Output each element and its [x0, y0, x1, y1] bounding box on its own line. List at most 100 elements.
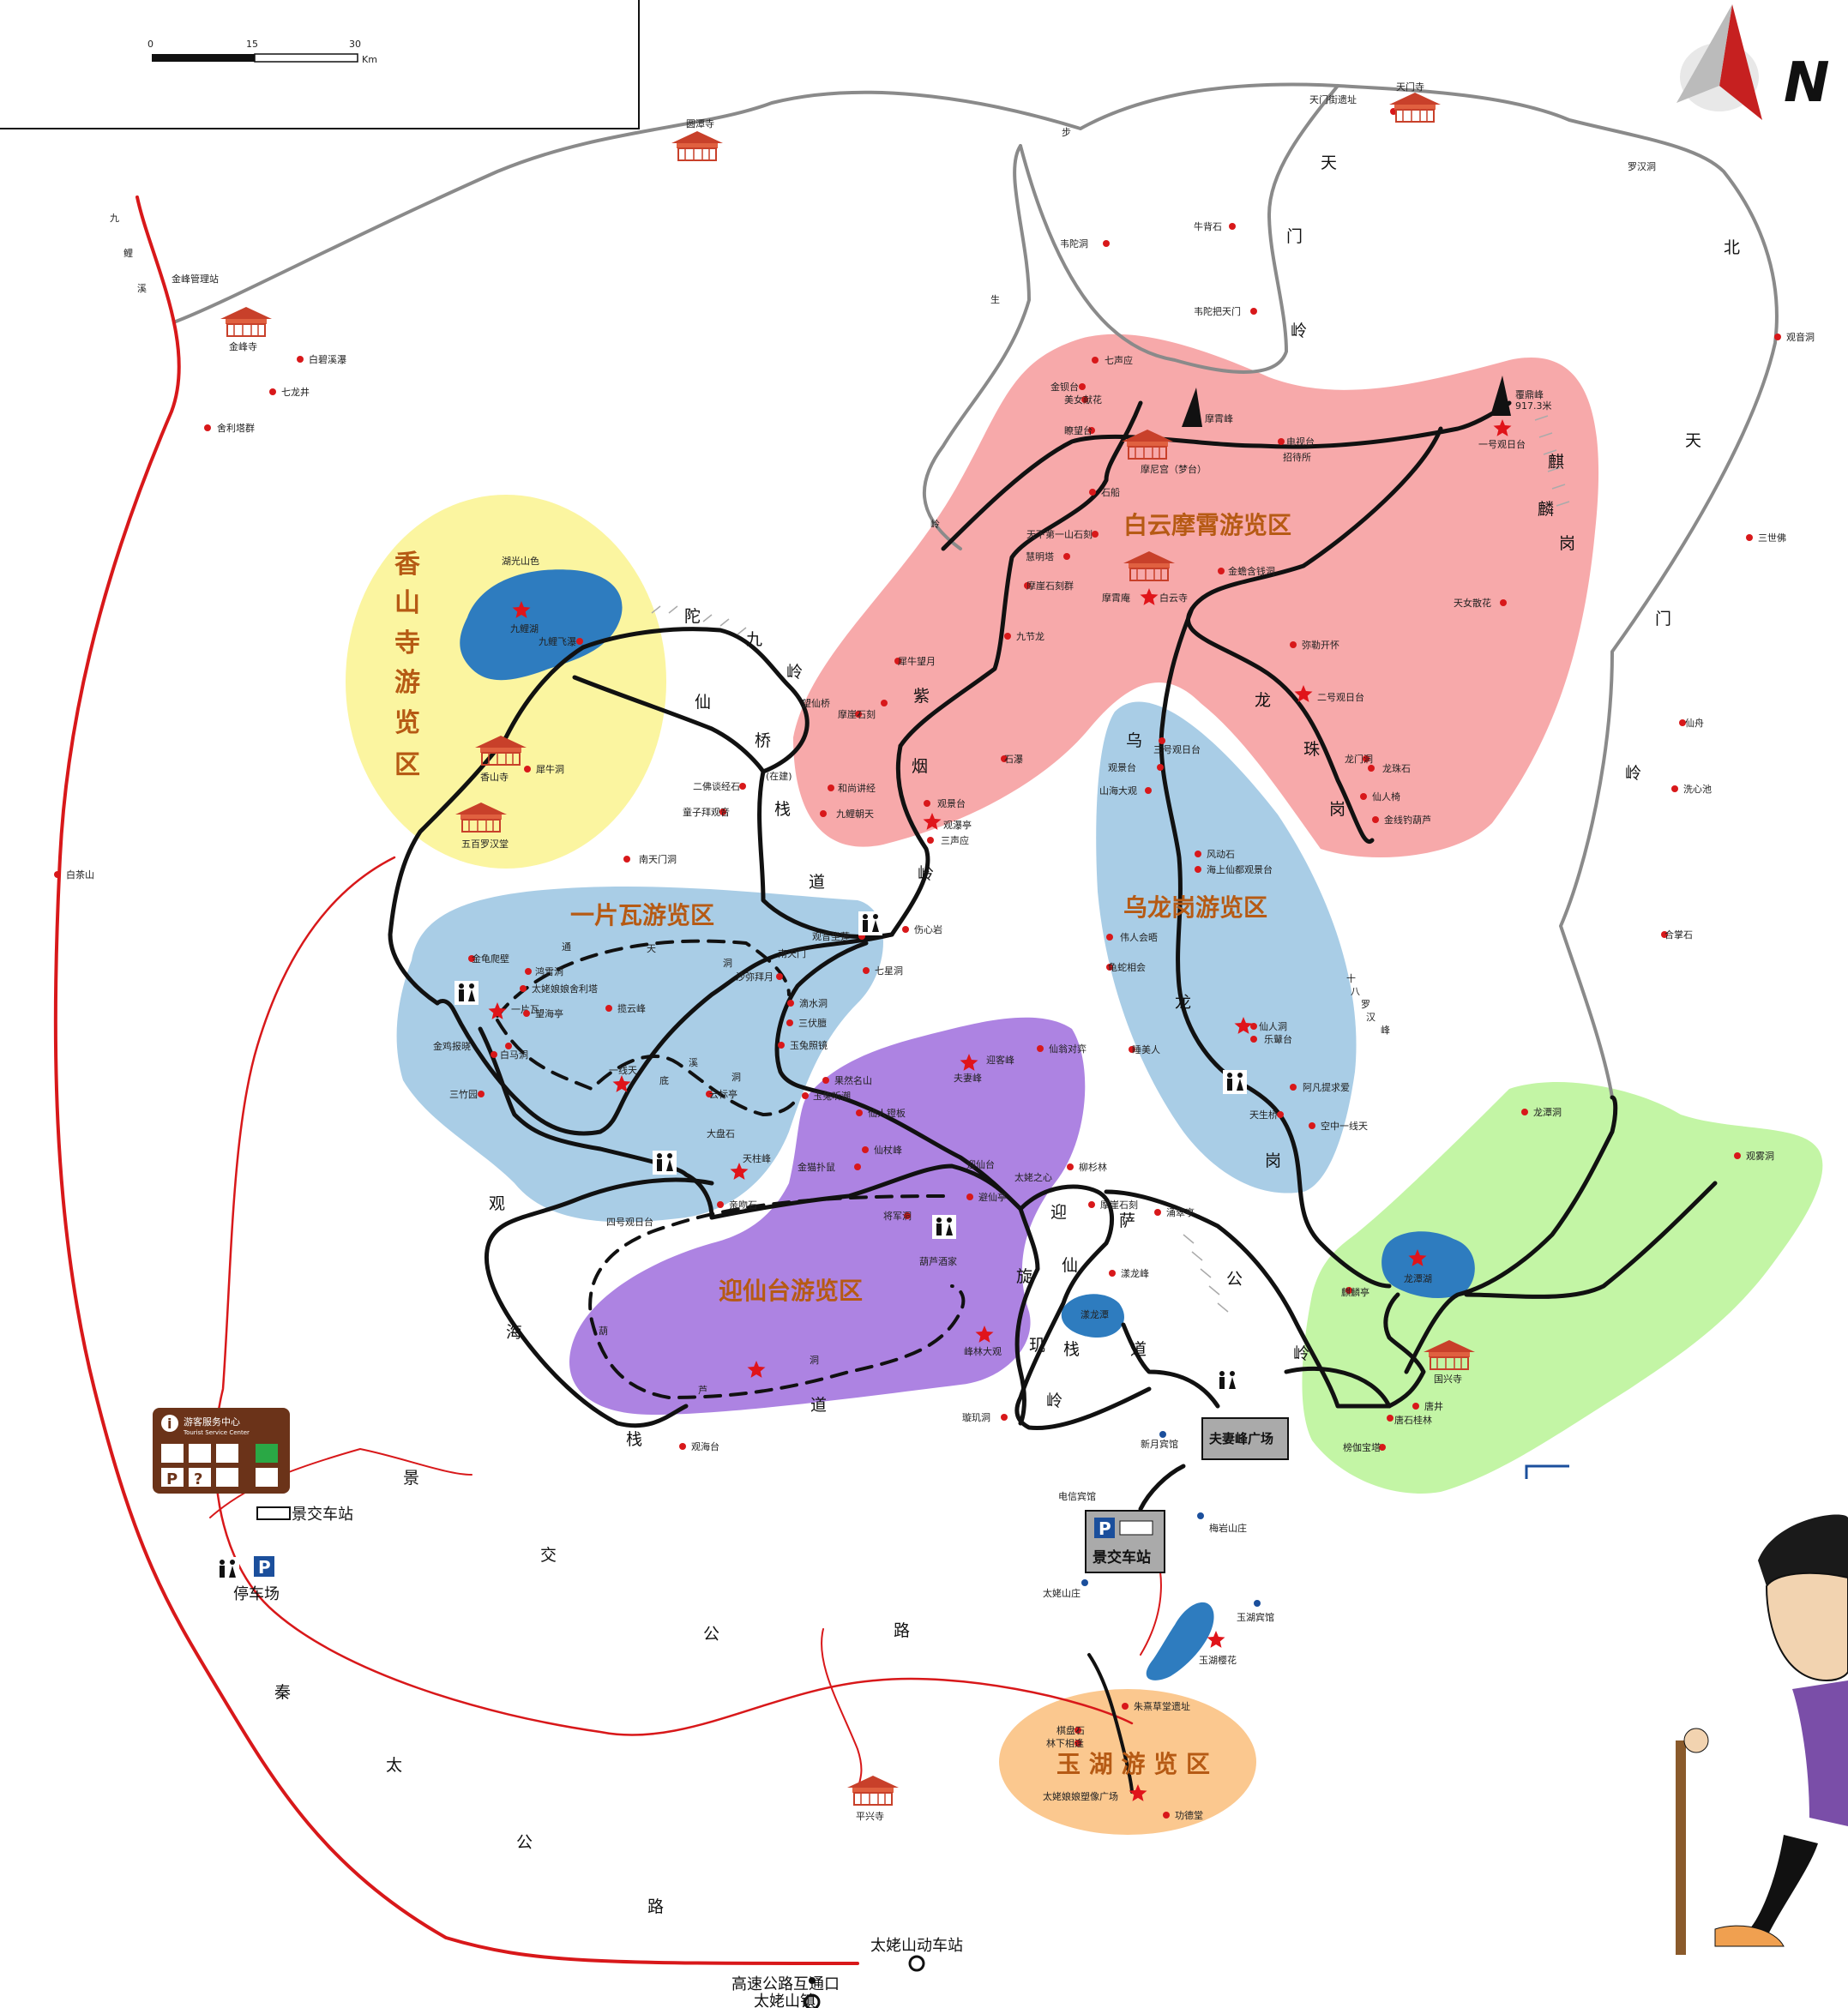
nantianmen-dong-dot — [623, 856, 630, 863]
station-box-label: 景交车站 — [1093, 1548, 1151, 1566]
yipianwa-pt-label: 一片瓦 — [511, 1004, 539, 1015]
xiangshan-vert-char: 游 — [394, 668, 420, 698]
xinyue-label: 新月宾馆 — [1141, 1438, 1178, 1450]
xianzhang-dot — [862, 1146, 869, 1153]
yuhu-lake — [1146, 1602, 1214, 1680]
fengdong-dot — [1195, 851, 1201, 857]
longzhushi-label: 龙珠石 — [1382, 762, 1411, 774]
road-xianqiao-2: 栈 — [774, 800, 791, 819]
scenic-star-icon — [1234, 1017, 1253, 1034]
bixianting-dot — [966, 1193, 973, 1200]
guoxingsi-pt-label: 国兴寺 — [1434, 1374, 1462, 1385]
taimu-sheli-dot — [520, 985, 527, 992]
moya-shike-label: 摩崖石刻群 — [1026, 580, 1074, 592]
qishengying-label: 七声应 — [1105, 354, 1133, 366]
qilinting-dot — [1345, 1287, 1352, 1294]
lezhentai-dot — [1250, 1036, 1257, 1043]
road-wulong-2: 岗 — [1265, 1151, 1281, 1170]
yongcuiting-label: 涌翠亭 — [1166, 1206, 1195, 1218]
shelitaqun-label: 舍利塔群 — [217, 422, 255, 434]
baimadong-label: 白马洞 — [500, 1049, 528, 1061]
shuimeiren-dot — [1129, 1046, 1135, 1053]
xiniuwang-label: 犀牛望月 — [898, 655, 936, 667]
xianrendong-dot — [1250, 1023, 1257, 1030]
road-shibaluohan-3: 汉 — [1366, 1012, 1375, 1023]
moxiao-peak-icon — [1182, 388, 1202, 427]
compass: N — [1676, 4, 1830, 120]
hezhang-label: 合掌石 — [1664, 929, 1693, 941]
zhuxi-label: 朱熹草堂遗址 — [1134, 1700, 1190, 1712]
toilet-icon — [454, 981, 479, 1005]
jinxian-label: 金线钓葫芦 — [1384, 814, 1431, 826]
peak-icons — [1182, 376, 1511, 427]
huimingta-dot — [1063, 553, 1070, 560]
wangxianqiao-dot — [881, 700, 888, 706]
road-tuojiuling-1: 九 — [746, 630, 762, 649]
tianmen-jie-label: 天门街遗址 — [1309, 93, 1357, 105]
dianshitai-dot — [1278, 438, 1285, 445]
xiniudong-dot — [524, 766, 531, 773]
hiker-hand — [1683, 1728, 1709, 1753]
red-branch-pingxing — [821, 1628, 863, 1793]
yunbiao-label: 云标亭 — [709, 1088, 737, 1100]
shanhai-label: 山海大观 — [1099, 785, 1137, 797]
hiker-hair — [1758, 1514, 1848, 1586]
road-tongtian: 通 — [562, 941, 571, 953]
moya3-label: 摩崖石刻 — [1100, 1199, 1138, 1211]
tongzi-label: 童子拜观音 — [683, 806, 730, 818]
zhaodaisuo-label: 招待所 — [1283, 451, 1311, 463]
longtanhu-label: 龙潭湖 — [1404, 1273, 1432, 1284]
sanhao-label: 三号观日台 — [1153, 743, 1201, 755]
weituodong-label: 韦陀洞 — [1060, 237, 1088, 249]
jiulihu-label: 九鲤湖 — [510, 622, 539, 634]
town-marker — [809, 1977, 816, 1984]
zone-title-yipianwa: 一片瓦游览区 — [570, 901, 714, 929]
road-jingjiao-2: 公 — [703, 1625, 719, 1644]
left-parking-label: 停车场 — [233, 1585, 280, 1603]
road-dong2: 洞 — [731, 1072, 741, 1083]
weituo-tm-label: 韦陀把天门 — [1194, 305, 1241, 317]
shamimibaiyue-label: 沙弥拜月 — [736, 971, 774, 983]
scale-bar-black — [152, 54, 255, 62]
heshang-dot — [828, 785, 834, 791]
jinmao-dot — [854, 1163, 861, 1170]
red-main-road — [53, 195, 859, 1965]
guanyin-zuolian-label: 观音坐莲 — [812, 930, 850, 942]
nantianmen-label: 南天门 — [778, 947, 806, 959]
road-qilin-2: 岗 — [1559, 534, 1575, 553]
road-longzhu-0: 龙 — [1255, 691, 1271, 710]
ridge-hatch-sagong — [1183, 1234, 1229, 1313]
jinji-label: 金鸡报晓 — [433, 1040, 471, 1052]
longtanhu-lake — [1381, 1231, 1475, 1299]
path-yingxuan — [1014, 1184, 1152, 1431]
taimu-zhixin-label: 太姥之心 — [1014, 1171, 1052, 1183]
baicha-label: 白茶山 — [66, 869, 94, 881]
roads — [53, 82, 1779, 1965]
xiangshan-vert-char: 览 — [394, 708, 420, 738]
left-bus-icon — [256, 1506, 291, 1520]
gongde-dot — [1163, 1812, 1170, 1819]
road-hulu-b: 芦 — [698, 1385, 707, 1396]
left-transport: 景交车站 P 停车场 — [233, 1506, 353, 1603]
yunbiao-dot — [706, 1091, 713, 1097]
zone-areas — [346, 334, 1823, 1835]
kongzhong-dot — [1309, 1122, 1315, 1129]
shangxin-dot — [902, 926, 909, 933]
meiyan-label: 梅岩山庄 — [1209, 1522, 1247, 1534]
temple-icon — [475, 736, 527, 766]
road-wulong-0: 乌 — [1126, 731, 1142, 750]
toilet-icon — [1223, 1070, 1247, 1094]
yuhu-ying-label: 玉湖樱花 — [1199, 1655, 1237, 1666]
dianshitai-label: 电视台 — [1286, 436, 1315, 448]
longmen-dot — [1363, 755, 1369, 762]
yingkefeng-label: 迎客峰 — [986, 1054, 1014, 1066]
linxia-label: 林下相逢 — [1046, 1737, 1084, 1749]
hiker-leg — [1749, 1835, 1818, 1938]
fuding-peak-icon — [1490, 376, 1511, 416]
taimu-square-label: 太姥娘娘塑像广场 — [1043, 1790, 1118, 1802]
road-hulu-c: 洞 — [810, 1355, 819, 1366]
hiker-stick — [1676, 1740, 1686, 1955]
path-dishui — [774, 941, 1023, 1211]
